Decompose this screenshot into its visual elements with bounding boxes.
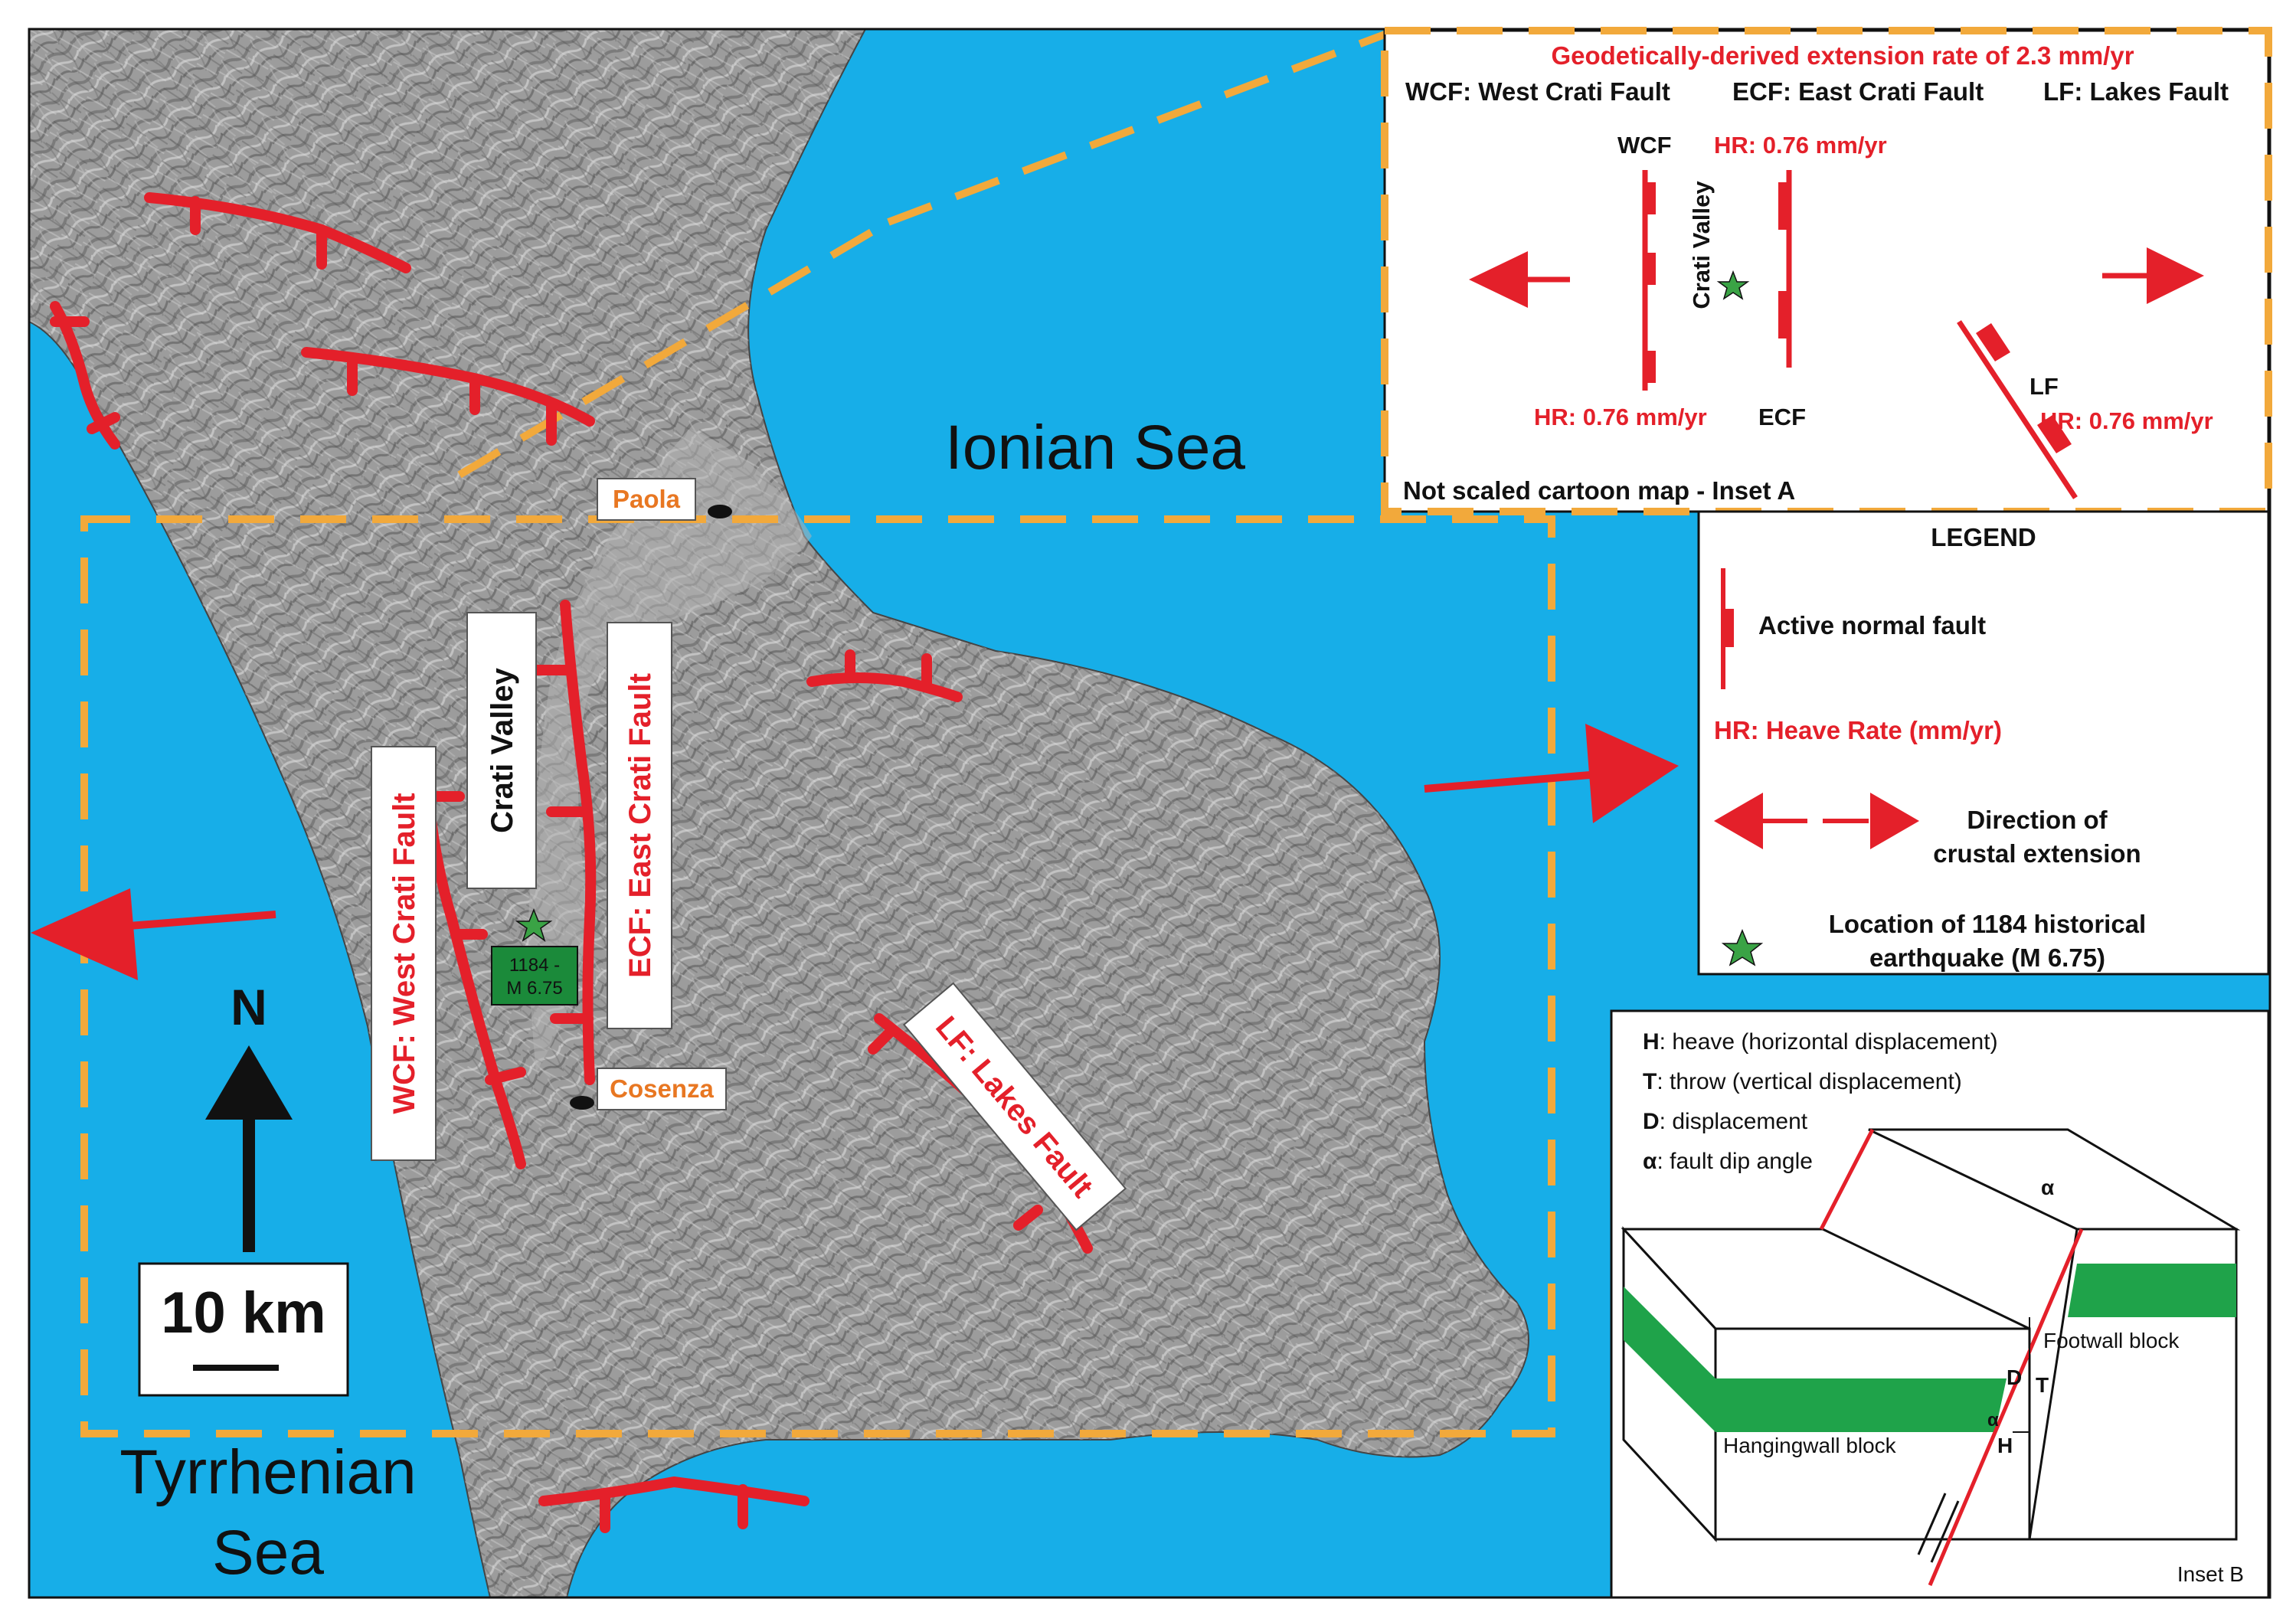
inset-a-hr-top: HR: 0.76 mm/yr (1714, 132, 1887, 159)
earthquake-star-icon (515, 907, 553, 942)
fault-ionian (806, 672, 963, 702)
inset-a-lf: LF (2029, 373, 2059, 400)
legend-star-icon (1721, 929, 1764, 966)
label-ecf: ECF: East Crati Fault (607, 622, 672, 1029)
inset-a-star-icon (1716, 270, 1750, 300)
inset-b-footwall: Footwall block (2043, 1329, 2180, 1352)
inset-b-t-key: T (1643, 1069, 1657, 1094)
landmass (28, 28, 1529, 1598)
inset-b-h: H (1997, 1434, 2013, 1457)
fault-ecf (560, 600, 597, 1085)
inset-a-link-left (457, 218, 891, 479)
inset-a-footer: Not scaled cartoon map - Inset A (1403, 476, 1795, 505)
inset-b-d: D (2007, 1365, 2022, 1389)
legend-direction-2: crustal extension (1933, 839, 2141, 868)
svg-text:α: fault dip angle: α: fault dip angle (1643, 1149, 1813, 1174)
scale-bar (193, 1365, 279, 1371)
inset-b-d-key: D (1643, 1109, 1660, 1134)
inset-b-alpha-bottom: α (1987, 1410, 1999, 1431)
block-fault-scarp (1819, 1128, 1875, 1231)
legend-quake-1: Location of 1184 historical (1829, 910, 2146, 938)
svg-text:T: throw (vertical displacemen: T: throw (vertical displacement) (1643, 1069, 1962, 1094)
hangingwall-layer (1715, 1378, 2007, 1432)
inset-a: Geodetically-derived extension rate of 2… (1381, 27, 2272, 515)
label-wcf: WCF: West Crati Fault (371, 746, 437, 1161)
footwall-layer (2068, 1264, 2236, 1317)
inset-b-label: Inset B (2177, 1562, 2244, 1586)
inset-b-d-text: : displacement (1660, 1109, 1808, 1134)
inset-a-abbrev-lf: LF: Lakes Fault (2043, 77, 2229, 106)
inset-a-link-top (887, 28, 1392, 226)
block-fault-plane (1928, 1228, 2084, 1586)
arrow-east-icon (1585, 724, 1679, 823)
legend-fault-label: Active normal fault (1758, 611, 1986, 639)
inset-a-lf-fault (1957, 320, 2078, 499)
label-crati-valley: Crati Valley (466, 612, 537, 889)
svg-text:H: heave (horizontal displacem: H: heave (horizontal displacement) (1643, 1029, 1998, 1055)
inset-a-abbrev-wcf: WCF: West Crati Fault (1405, 77, 1670, 106)
quake-label-line2: M 6.75 (506, 978, 562, 999)
inset-a-hr-left: HR: 0.76 mm/yr (1534, 404, 1707, 430)
arrow-west-icon (31, 888, 138, 980)
north-label: N (231, 979, 267, 1035)
inset-a-wcf: WCF (1617, 132, 1672, 159)
inset-b-a-key: α (1643, 1149, 1657, 1174)
cosenza-marker-icon (570, 1096, 594, 1110)
legend-arrow-west-icon (1714, 793, 1763, 849)
inset-b-t-text: : throw (vertical displacement) (1657, 1069, 1961, 1094)
inset-a-title: Geodetically-derived extension rate of 2… (1551, 41, 2134, 70)
inset-b-hangingwall: Hangingwall block (1723, 1434, 1897, 1457)
north-arrow-icon (205, 1045, 293, 1120)
north-arrow-shaft (243, 1114, 255, 1252)
town-cosenza: Cosenza (610, 1074, 714, 1103)
legend-quake-2: earthquake (M 6.75) (1869, 943, 2105, 972)
paola-marker-icon (708, 505, 732, 518)
inset-a-abbrev-ecf: ECF: East Crati Fault (1732, 77, 1984, 106)
map-frame (28, 28, 2271, 1599)
legend: LEGEND Active normal fault HR: Heave Rat… (1697, 510, 2270, 976)
inset-b-alpha-top: α (2041, 1176, 2054, 1199)
inset-a-ecf: ECF (1758, 404, 1806, 430)
inset-a-valley: Crati Valley (1688, 181, 1715, 309)
quake-label-box (491, 946, 578, 1006)
sea-label-tyrrhenian-1: Tyrrhenian (119, 1437, 416, 1507)
extension-arrows (31, 724, 1679, 980)
inset-b-t: T (2036, 1373, 2049, 1397)
inset-a-arrow-west-icon (1469, 251, 1528, 308)
scale-label: 10 km (161, 1280, 326, 1346)
legend-direction-1: Direction of (1967, 806, 2108, 834)
inset-b-h-key: H (1643, 1029, 1660, 1055)
inset-b: H: heave (horizontal displacement) T: th… (1610, 1009, 2270, 1599)
sea-label-ionian: Ionian Sea (945, 413, 1245, 482)
inset-a-arrow-east-icon (2147, 247, 2204, 304)
crati-valley-label: Crati Valley (486, 667, 519, 832)
legend-hr-label: HR: Heave Rate (mm/yr) (1714, 716, 2002, 744)
wcf-label: WCF: West Crati Fault (388, 793, 421, 1113)
inset-b-a-text: : fault dip angle (1657, 1149, 1812, 1174)
legend-arrow-east-icon (1870, 793, 1919, 849)
svg-text:D: displacement: D: displacement (1643, 1109, 1808, 1134)
quake-label-line1: 1184 - (509, 955, 560, 976)
town-paola: Paola (613, 485, 681, 513)
inset-b-h-text: : heave (horizontal displacement) (1660, 1029, 1998, 1055)
ecf-label: ECF: East Crati Fault (623, 673, 657, 978)
fault-south (538, 1476, 809, 1506)
sea-label-tyrrhenian-2: Sea (212, 1518, 324, 1588)
legend-title: LEGEND (1931, 523, 2036, 551)
inset-a-hr-right: HR: 0.76 mm/yr (2040, 407, 2213, 434)
scale-box (138, 1262, 349, 1397)
towns: Paola Cosenza (570, 478, 732, 1110)
